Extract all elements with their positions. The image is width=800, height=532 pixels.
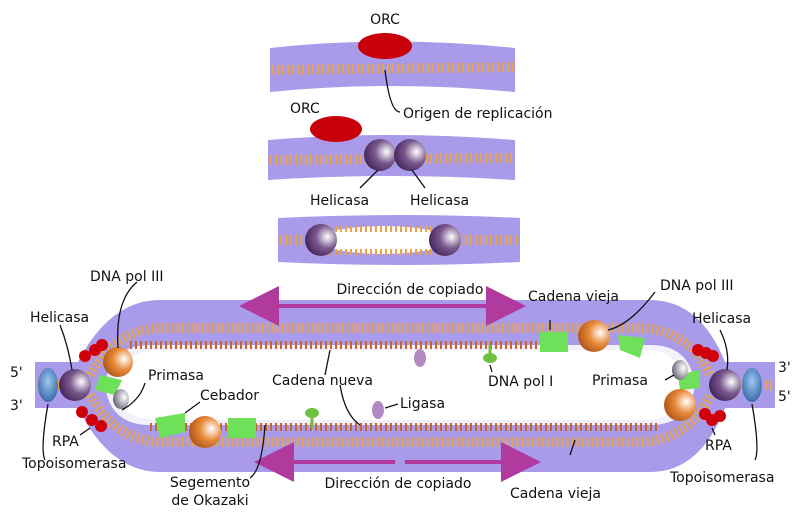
leader-line	[411, 169, 426, 189]
stage-helicase-loading: ORC Helicasa Helicasa	[268, 101, 515, 209]
leader-line	[359, 169, 379, 189]
helicase	[364, 139, 396, 171]
leader-lines	[42, 281, 758, 479]
label-orc: ORC	[290, 101, 320, 117]
dna-polymerase-i	[483, 345, 497, 363]
label-5-prime: 5'	[778, 389, 791, 405]
label-rpa: RPA	[705, 438, 732, 454]
label-primasa: Primasa	[148, 368, 204, 384]
dna-polymerase-iii	[103, 347, 133, 377]
old-strand-top	[85, 323, 715, 378]
helicase	[394, 139, 426, 171]
label-okazaki-1: Segemento	[170, 475, 250, 491]
replication-bubble	[325, 226, 440, 254]
label-dna-pol-iii: DNA pol III	[90, 269, 163, 285]
helicase	[429, 224, 461, 256]
topoisomerase	[38, 368, 58, 402]
bubble-interior	[115, 350, 685, 420]
topoisomerase	[742, 368, 762, 402]
label-okazaki-2: de Okazaki	[171, 493, 248, 509]
dna-polymerase-iii	[189, 416, 221, 448]
label-helicasa: Helicasa	[30, 310, 89, 326]
orc-protein	[310, 116, 362, 142]
base-pairs	[271, 62, 514, 75]
label-3-prime: 3'	[10, 398, 23, 414]
primer	[618, 335, 645, 358]
rpa-proteins	[76, 339, 726, 432]
label-cebador: Cebador	[200, 388, 259, 404]
helicase	[305, 224, 337, 256]
label-origin: Origen de replicación	[403, 106, 552, 122]
dna-polymerase-iii	[578, 320, 610, 352]
helicase	[59, 369, 91, 401]
label-orc: ORC	[370, 12, 400, 28]
primer	[95, 375, 122, 395]
dna-polymerase-i	[305, 408, 319, 428]
label-topoisomerasa: Topoisomerasa	[21, 456, 126, 472]
primer	[155, 413, 185, 438]
ligase	[414, 349, 426, 367]
label-helicasa: Helicasa	[310, 193, 369, 209]
label-primasa: Primasa	[592, 373, 648, 389]
primase	[113, 389, 129, 409]
label-helicasa: Helicasa	[692, 311, 751, 327]
stage-origin: ORC Origen de replicación	[270, 12, 552, 122]
label-3-prime: 3'	[778, 360, 791, 376]
label-dna-pol-iii: DNA pol III	[660, 278, 733, 294]
old-strand-bottom	[85, 392, 715, 447]
orc-protein	[358, 33, 412, 59]
primer	[228, 418, 256, 438]
label-helicasa: Helicasa	[410, 193, 469, 209]
leader-line	[384, 69, 401, 113]
dna-polymerase-iii	[664, 389, 696, 421]
label-5-prime: 5'	[10, 365, 23, 381]
label-cadena-vieja: Cadena vieja	[528, 289, 619, 305]
primer	[540, 332, 568, 352]
label-cadena-nueva: Cadena nueva	[272, 373, 373, 389]
helicase	[709, 369, 741, 401]
stage-replication-fork: Dirección de copiado Dirección de copiad…	[10, 269, 791, 509]
label-direction: Dirección de copiado	[337, 282, 484, 298]
label-dna-pol-i: DNA pol I	[488, 374, 553, 390]
label-rpa: RPA	[52, 434, 79, 450]
ligase	[372, 401, 384, 419]
stage-bubble-opening	[278, 215, 520, 265]
label-cadena-vieja: Cadena vieja	[510, 486, 601, 502]
label-ligasa: Ligasa	[400, 396, 445, 412]
primase	[672, 360, 688, 380]
label-direction: Dirección de copiado	[325, 476, 472, 492]
label-topoisomerasa: Topoisomerasa	[669, 470, 774, 486]
